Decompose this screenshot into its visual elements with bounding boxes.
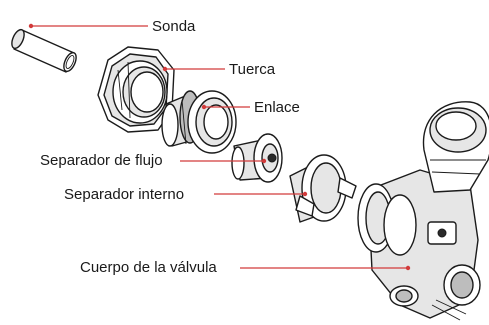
label-separador-interno: Separador interno	[64, 186, 184, 203]
leader-separador-interno-dot	[302, 191, 308, 197]
label-sonda: Sonda	[152, 18, 196, 35]
tuerca-part	[97, 46, 175, 133]
leader-cuerpo-valvula-dot	[405, 265, 411, 271]
sonda-part	[11, 28, 77, 73]
leader-enlace-dot	[201, 104, 207, 110]
label-cuerpo-valvula: Cuerpo de la válvula	[80, 259, 217, 276]
label-separador-flujo: Separador de flujo	[40, 152, 163, 169]
leader-sonda-dot	[28, 23, 34, 29]
separador-flujo-part	[231, 133, 283, 183]
leader-tuerca-dot	[162, 66, 168, 72]
enlace-part	[161, 90, 237, 154]
leader-separador-flujo-dot	[261, 158, 267, 164]
leader-lines	[28, 23, 411, 271]
separador-interno-part	[289, 154, 357, 223]
label-enlace: Enlace	[254, 99, 300, 116]
label-tuerca: Tuerca	[229, 61, 276, 78]
cuerpo-valvula-part	[357, 101, 489, 321]
